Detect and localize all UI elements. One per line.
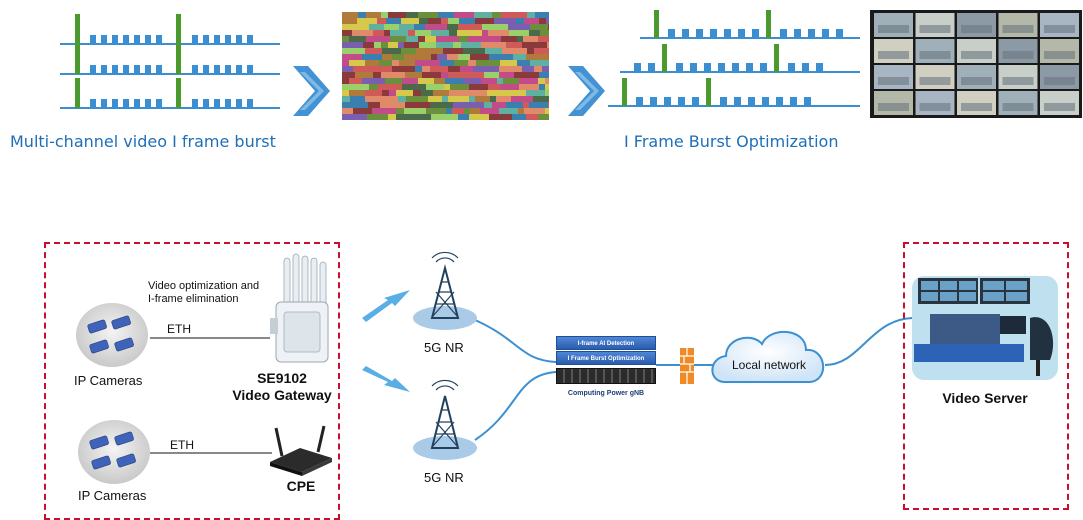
eth-label-1: ETH	[167, 322, 191, 336]
link-tower2-gnb	[474, 371, 557, 441]
burst-frames-left	[60, 14, 280, 109]
video-server-image	[912, 276, 1058, 380]
cloud-label: Local network	[732, 358, 807, 372]
video-gateway-device-icon	[270, 253, 329, 363]
gateway-name: SE9102	[257, 370, 307, 386]
server-site-box	[903, 242, 1069, 510]
optimized-frames-right	[608, 10, 860, 107]
gnb-caption: Computing Power gNB	[567, 390, 645, 397]
ip-cameras-icon-1	[76, 303, 148, 367]
gateway-note-line1: Video optimization and	[148, 280, 260, 292]
tower-label-2: 5G NR	[424, 470, 464, 485]
link-tower1-gnb	[474, 319, 557, 363]
gnb-layer-ai-detection: I-frame AI Detection	[556, 336, 656, 350]
gnb-layer-burst-optimization: I Frame Burst Optimization	[556, 351, 656, 365]
ip-cameras-label-1: IP Cameras	[74, 373, 143, 388]
ip-cameras-label-2: IP Cameras	[78, 488, 147, 503]
server-label: Video Server	[942, 390, 1028, 406]
firewall-icon	[680, 348, 694, 384]
cpe-router-icon	[270, 425, 332, 476]
gnb-stack: I-frame AI Detection I Frame Burst Optim…	[556, 336, 656, 386]
gateway-note-line2: I-frame elimination	[148, 293, 239, 305]
edge-site-box	[44, 242, 340, 520]
chevron-arrow-icon-1	[293, 66, 330, 116]
cpe-label: CPE	[286, 478, 316, 494]
link-cloud-server	[824, 317, 913, 366]
caption-iframe-burst: Multi-channel video I frame burst	[10, 132, 276, 151]
5g-tower-icon-2	[413, 379, 477, 460]
5g-tower-icon-1	[413, 251, 477, 330]
wireless-signal-icon-2	[362, 366, 410, 392]
gnb-rack-icon	[556, 368, 656, 384]
gateway-type: Video Gateway	[232, 387, 332, 403]
chevron-arrow-icon-2	[568, 66, 605, 116]
eth-label-2: ETH	[170, 438, 194, 452]
gateway-note: Video optimization and I-frame eliminati…	[148, 280, 259, 306]
video-wall-image	[870, 10, 1082, 118]
cloud-icon	[711, 330, 825, 383]
tower-label-1: 5G NR	[424, 340, 464, 355]
wireless-signal-icon-1	[362, 290, 410, 322]
gateway-label: SE9102 Video Gateway	[220, 370, 344, 404]
caption-burst-optimization: I Frame Burst Optimization	[624, 132, 839, 151]
ip-cameras-icon-2	[78, 420, 150, 484]
corrupted-video-image	[342, 12, 549, 120]
